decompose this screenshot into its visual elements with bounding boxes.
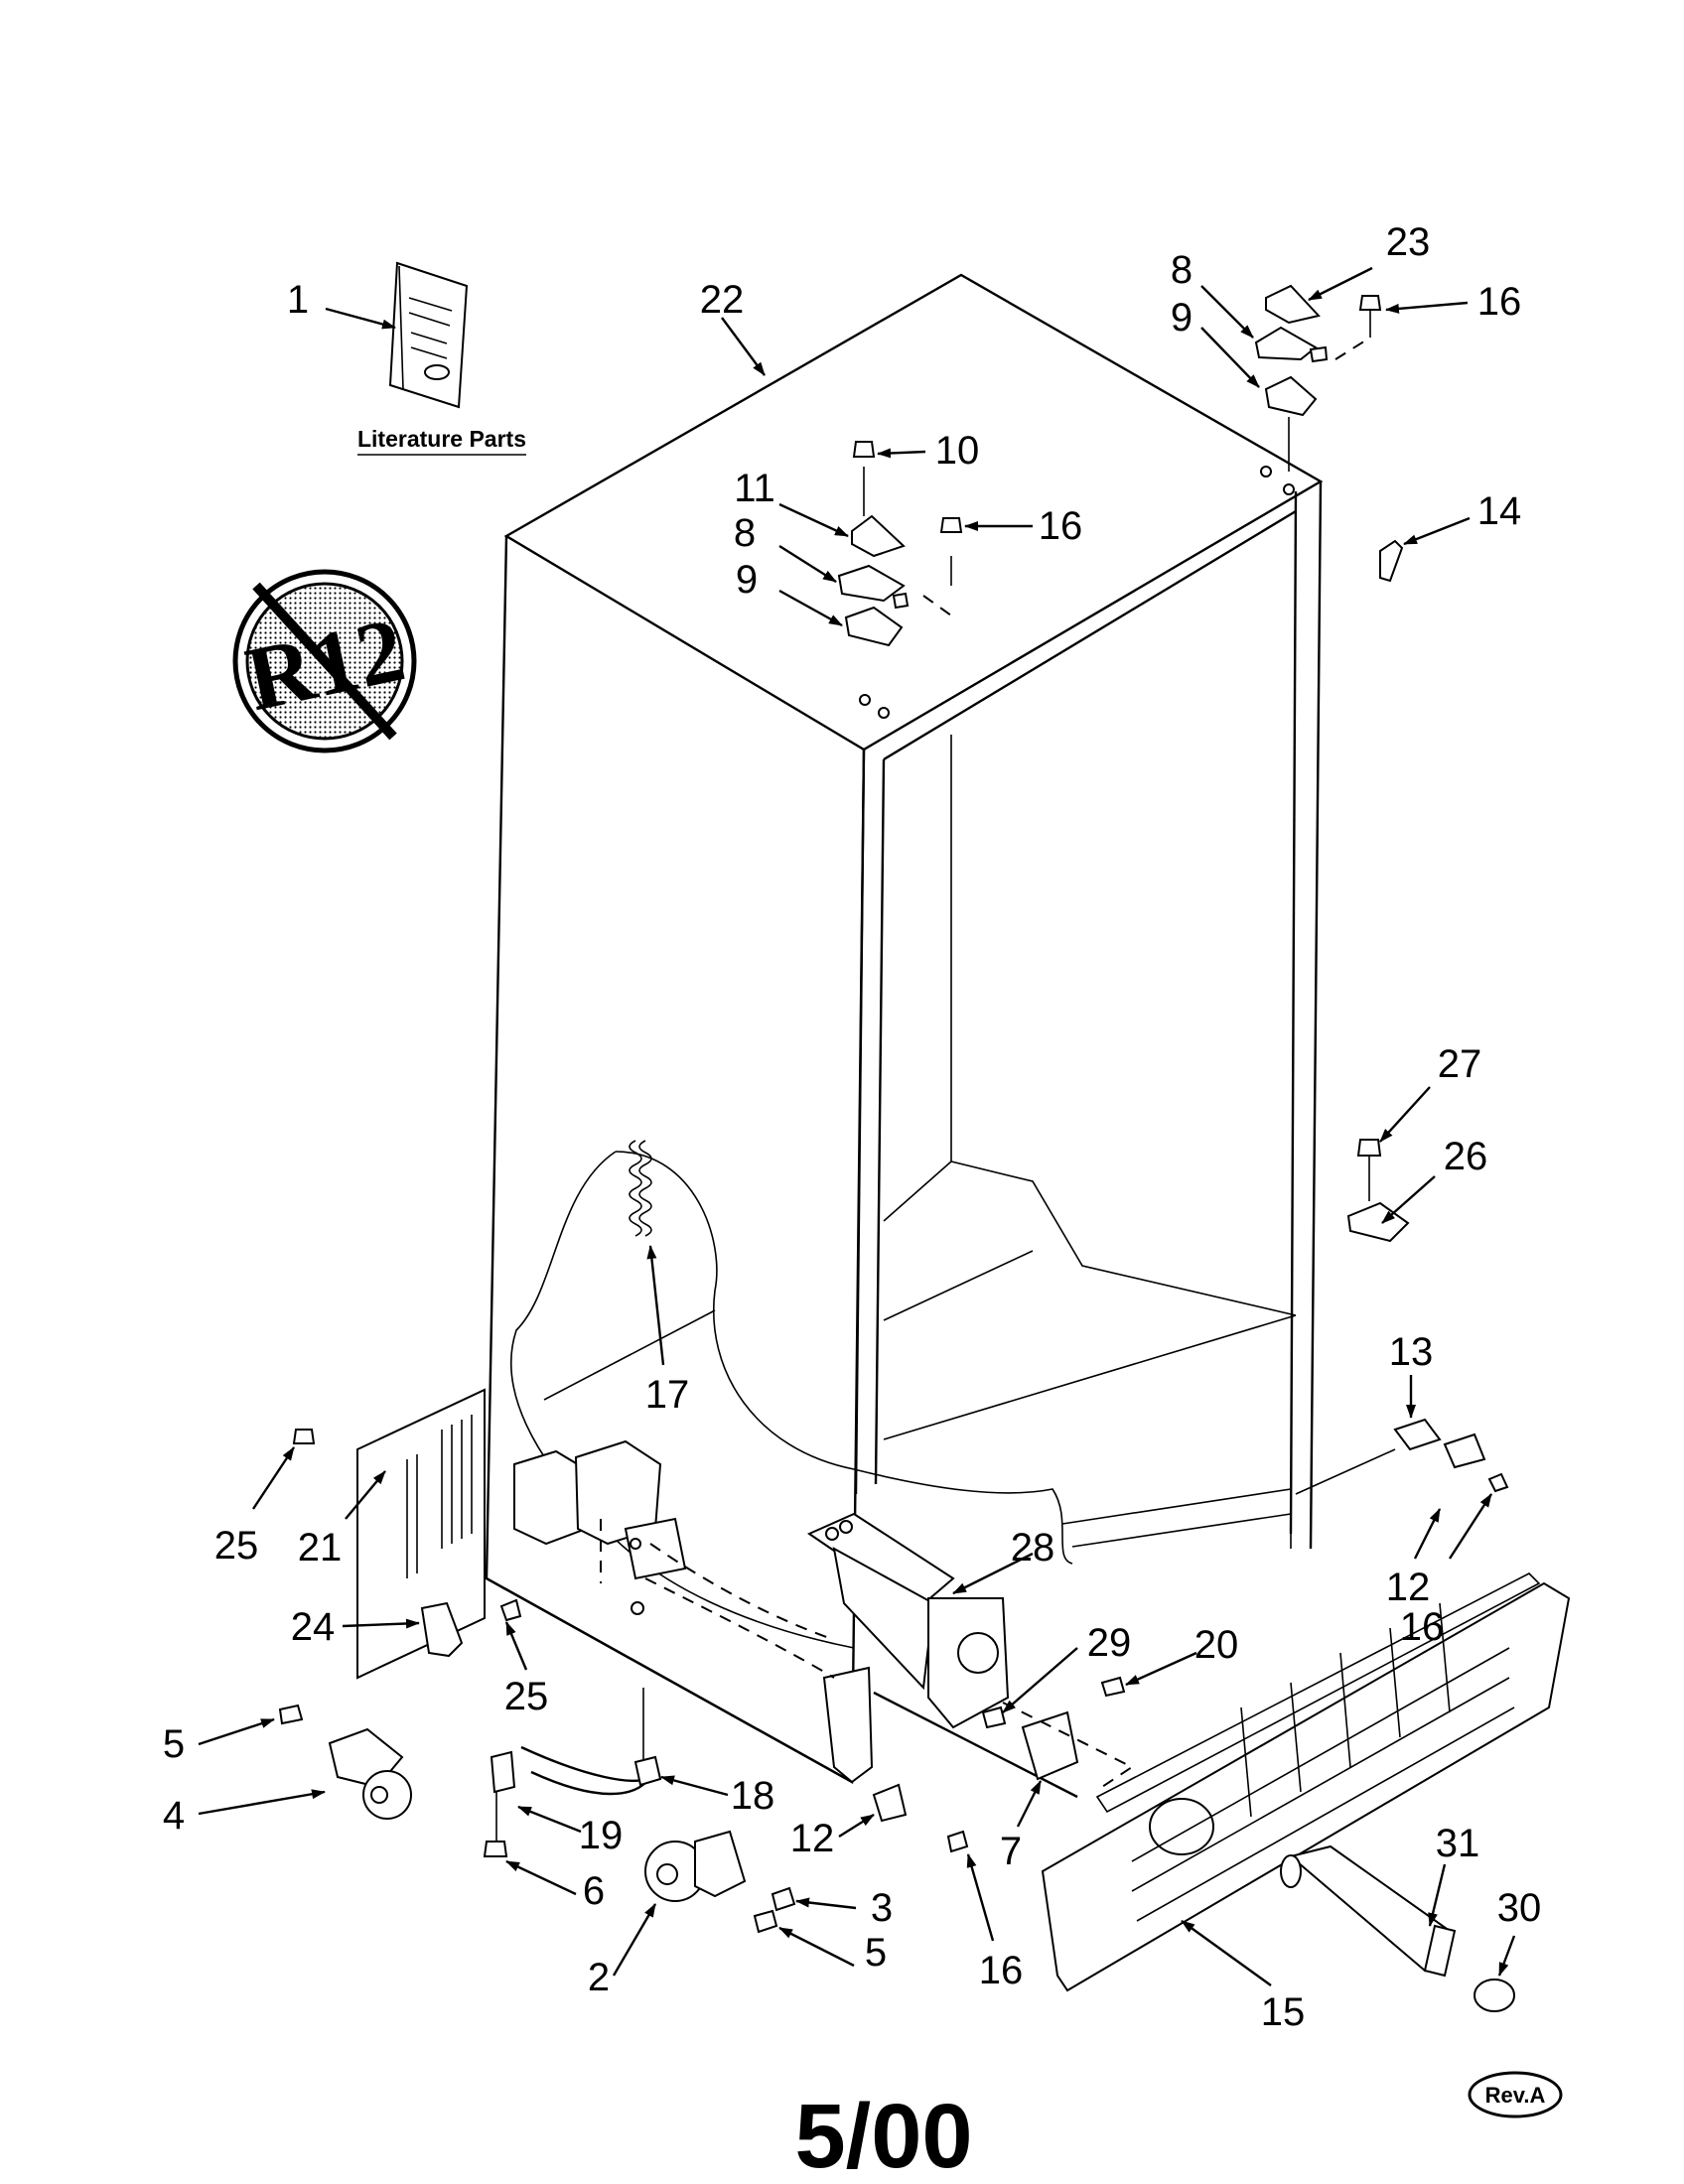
callout-22: 22 <box>700 278 745 322</box>
callout-4: 4 <box>163 1794 185 1838</box>
callout-25-left: 25 <box>214 1524 259 1568</box>
callout-25-center: 25 <box>504 1675 549 1718</box>
callout-18: 18 <box>731 1774 775 1818</box>
clip-part <box>1379 539 1404 583</box>
callout-labels: 1 22 23 8 9 16 10 11 8 16 9 14 27 26 13 … <box>163 220 1541 2034</box>
revision-stamp: Rev.A <box>1468 2071 1563 2118</box>
dispenser-housing <box>806 1512 1010 1729</box>
callout-19: 19 <box>579 1814 624 1857</box>
callout-17: 17 <box>645 1373 690 1417</box>
callout-3: 3 <box>871 1886 893 1930</box>
water-tube <box>483 1688 662 1857</box>
callout-12-bottom: 12 <box>790 1817 835 1860</box>
callout-29: 29 <box>1087 1621 1132 1665</box>
bracket-24 <box>292 1429 522 1658</box>
callout-14: 14 <box>1477 489 1522 533</box>
callout-1: 1 <box>287 278 309 322</box>
callout-31: 31 <box>1436 1822 1480 1865</box>
callout-11: 11 <box>734 467 775 510</box>
toe-grille <box>1041 1572 1571 1992</box>
callout-8-center: 8 <box>734 511 756 555</box>
literature-booklet <box>357 261 526 456</box>
callout-26: 26 <box>1444 1135 1488 1178</box>
water-filter <box>1280 1844 1515 2012</box>
caster-front <box>644 1830 796 1934</box>
control-components <box>513 1140 835 1679</box>
callout-16-top: 16 <box>1477 280 1522 324</box>
callout-5-bottom: 5 <box>865 1931 887 1975</box>
top-hinge-center <box>837 441 963 647</box>
revision-label: Rev.A <box>1485 2083 1546 2108</box>
callout-5-left: 5 <box>163 1722 185 1766</box>
callout-20: 20 <box>1194 1623 1239 1667</box>
no-r12-symbol: R12 <box>232 569 417 753</box>
callout-16-bottom: 16 <box>979 1949 1024 1992</box>
callout-15: 15 <box>1261 1990 1306 2034</box>
callout-24: 24 <box>291 1605 336 1649</box>
callout-16-right: 16 <box>1400 1605 1445 1649</box>
callout-9-center: 9 <box>736 558 758 602</box>
callout-28: 28 <box>1011 1526 1055 1570</box>
callout-21: 21 <box>298 1526 343 1570</box>
callout-23: 23 <box>1386 220 1431 264</box>
bracket-12-bottom <box>872 1783 969 1853</box>
callout-27: 27 <box>1438 1042 1482 1086</box>
diagram-date: 5/00 <box>794 2086 972 2184</box>
bracket-26-27 <box>1346 1139 1410 1243</box>
top-hinge-right <box>1254 284 1382 472</box>
bracket-7 <box>981 1676 1134 1788</box>
callout-13: 13 <box>1389 1330 1434 1374</box>
callout-8-right: 8 <box>1171 248 1193 292</box>
callout-16-center: 16 <box>1039 504 1083 548</box>
literature-parts-label: Literature Parts <box>357 426 526 452</box>
callout-30: 30 <box>1497 1886 1542 1930</box>
callout-9-right: 9 <box>1171 296 1193 340</box>
leader-arrows <box>198 266 1516 1986</box>
callout-12-right: 12 <box>1386 1566 1431 1609</box>
rear-grille <box>356 1388 486 1680</box>
callout-10: 10 <box>935 429 980 473</box>
cabinet-assembly <box>485 273 1324 1799</box>
caster-rear <box>278 1704 412 1820</box>
bracket-12-13-right <box>1295 1418 1509 1495</box>
callout-2: 2 <box>588 1956 610 1999</box>
callout-7: 7 <box>1000 1830 1022 1873</box>
callout-6: 6 <box>583 1869 605 1913</box>
